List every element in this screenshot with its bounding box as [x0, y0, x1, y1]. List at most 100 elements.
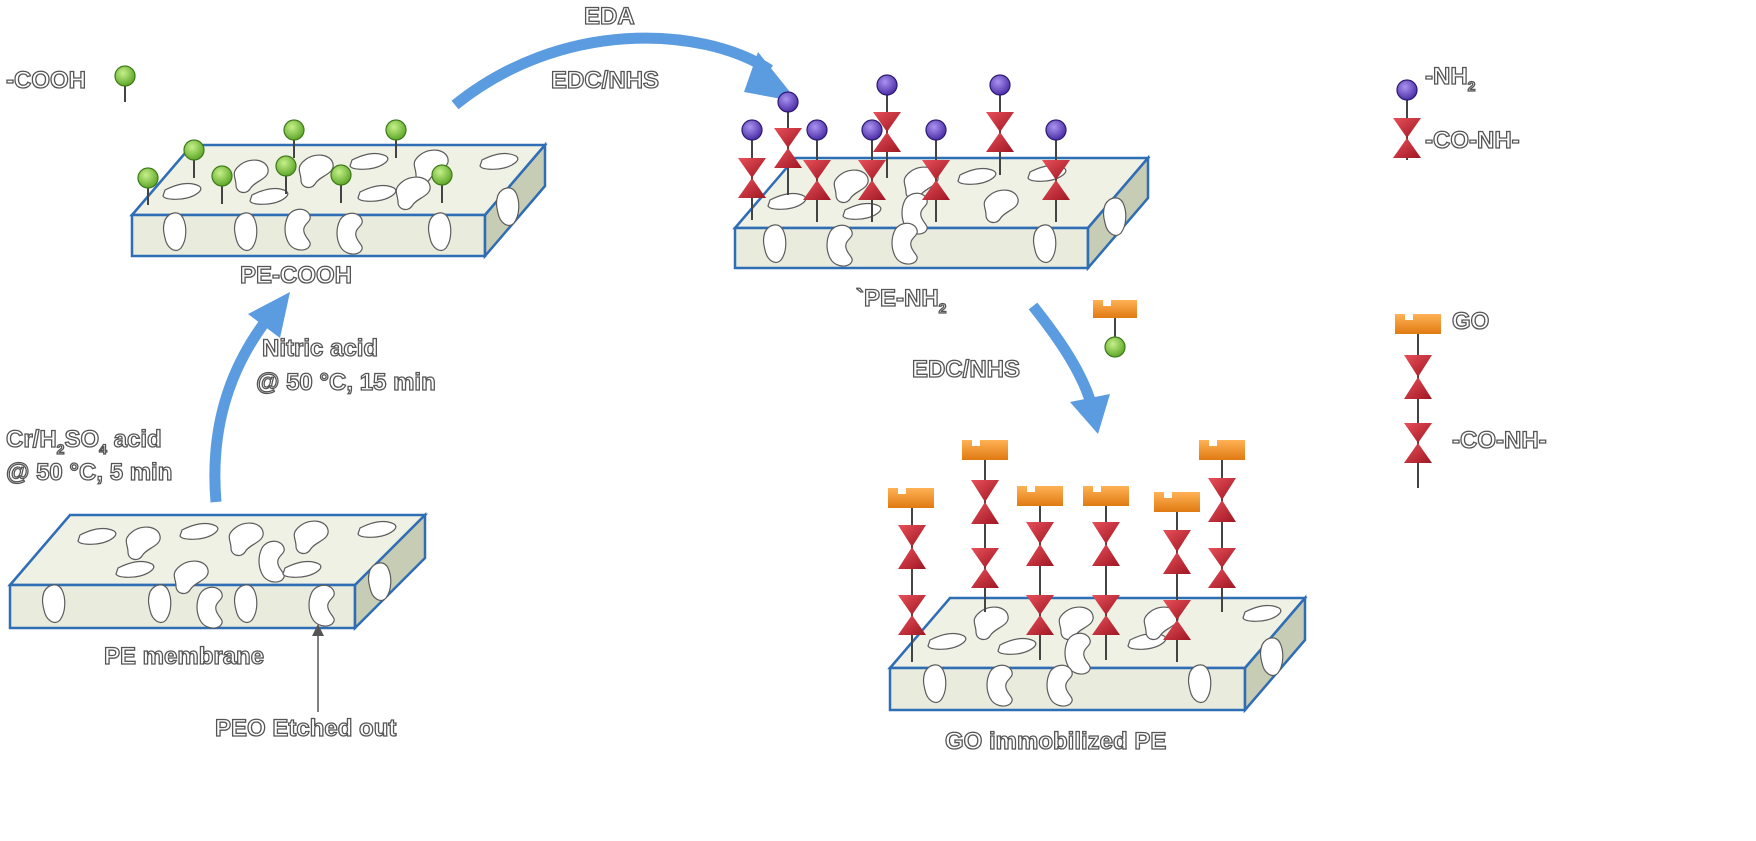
label-edc-nhs-right: EDC/NHS: [912, 356, 1020, 383]
arrow-head: [744, 52, 798, 102]
amide-linker-icon: [1404, 355, 1432, 377]
amide-linker-icon: [738, 158, 766, 178]
label-go-immobilized: GO immobilized PE: [945, 728, 1166, 755]
amide-linker-icon: [922, 160, 950, 180]
nh2-group-icon: [876, 74, 898, 96]
amide-linker-icon: [803, 160, 831, 180]
cooh-group-icon: [211, 165, 233, 204]
arrow-icon: [451, 32, 773, 110]
amide-linker-icon: [986, 112, 1014, 132]
cooh-group-icon: [137, 167, 159, 205]
amide-linker-icon: [1092, 522, 1120, 544]
legend-cooh-label: -COOH: [6, 67, 86, 94]
pore-icon: [922, 664, 947, 703]
pore-icon: [427, 212, 452, 251]
cooh-group-icon: [330, 164, 352, 203]
membrane-pe-nh2: [732, 154, 1151, 272]
go-chain: [962, 440, 1008, 612]
go-chain: [1154, 492, 1200, 662]
membrane-go-pe: [887, 594, 1308, 714]
pore-icon: [147, 584, 172, 623]
amine-chain: [774, 91, 802, 195]
pore-icon: [233, 212, 258, 251]
cooh-group-icon: [1104, 336, 1126, 358]
pore-icon: [762, 224, 787, 263]
amine-chain: [986, 74, 1014, 175]
cooh-groups: [137, 119, 453, 205]
legend-go-label: GO: [1452, 308, 1489, 335]
arrow-down-go: [1028, 302, 1110, 434]
pore-icon: [233, 584, 258, 623]
amide-linker-icon: [1163, 530, 1191, 552]
arrow-icon: [1028, 302, 1096, 402]
label-step2-line1: Nitric acid: [262, 335, 378, 362]
go-sheet-icon: [1093, 300, 1137, 318]
pore-icon: [41, 584, 66, 623]
cooh-group-icon: [183, 139, 205, 178]
amine-chain: [803, 119, 831, 222]
pore-icon: [1259, 637, 1284, 676]
legend-conh-label-1: -CO-NH-: [1425, 127, 1520, 154]
nh2-group-icon: [1396, 79, 1418, 101]
pore-icon: [367, 562, 392, 601]
go-chain: [888, 488, 934, 662]
label-edc-nhs-top: EDC/NHS: [551, 67, 659, 94]
go-sheet-icon: [1199, 440, 1245, 460]
label-pe-membrane: PE membrane: [104, 643, 264, 670]
amide-linker-icon: [774, 128, 802, 148]
arrow-up-nitric: [209, 292, 290, 503]
amide-linker-icon: [1026, 522, 1054, 544]
legend-nh2-label: -NH2: [1425, 63, 1476, 94]
pore-icon: [1032, 224, 1057, 263]
label-eda: EDA: [584, 3, 635, 30]
legend-nh2-symbol: [1393, 79, 1421, 160]
go-sheet-icon: [962, 440, 1008, 460]
go-chains: [888, 440, 1245, 662]
membrane-pe: [7, 511, 429, 632]
peo-pointer: [312, 624, 324, 712]
amide-linker-icon: [858, 160, 886, 180]
nh2-group-icon: [989, 74, 1011, 96]
amide-linker-icon: [1393, 118, 1421, 138]
label-pe-nh2: `PE-NH2: [856, 285, 947, 316]
go-sheet-icon: [888, 488, 934, 508]
amide-linker-icon: [1042, 160, 1070, 180]
arrow-head: [1070, 394, 1110, 434]
nh2-chains: [738, 74, 1070, 222]
pore-icon: [1187, 664, 1212, 703]
amide-linker-icon: [873, 112, 901, 132]
go-sheet-icon: [1154, 492, 1200, 512]
arrow-head: [248, 292, 290, 338]
pore-icon: [495, 187, 520, 226]
go-chain: [1083, 486, 1129, 660]
label-peo-etched: PEO Etched out: [215, 715, 396, 742]
arrow-top-eda: [451, 32, 798, 110]
go-sheet-icon: [1395, 314, 1441, 334]
go-chain: [1017, 486, 1063, 660]
label-step1-line1: Cr/H2SO4 acid: [6, 426, 162, 457]
go-reagent: [1093, 300, 1137, 358]
pore-icon: [1102, 197, 1127, 236]
amide-linker-icon: [898, 525, 926, 547]
legend-conh-label-2: -CO-NH-: [1452, 427, 1547, 454]
label-step1-line2: @ 50 °C, 5 min: [6, 459, 172, 486]
nh2-group-icon: [861, 119, 883, 141]
amine-chain: [873, 74, 901, 178]
label-step2-line2: @ 50 °C, 15 min: [256, 369, 436, 396]
arrow-icon: [209, 314, 273, 503]
go-chain: [1199, 440, 1245, 612]
amide-linker-icon: [1208, 478, 1236, 500]
cooh-group-icon: [283, 119, 305, 158]
legend-go-symbol: [1395, 314, 1441, 488]
nh2-group-icon: [925, 119, 947, 141]
pore-icon: [162, 212, 187, 251]
amine-chain: [922, 119, 950, 222]
cooh-group-icon: [431, 164, 453, 203]
cooh-group-icon: [275, 155, 297, 194]
cooh-group-icon: [385, 119, 407, 158]
amine-chain: [858, 119, 886, 222]
amine-chain: [738, 119, 766, 220]
amine-chain: [1042, 119, 1070, 222]
label-pe-cooh: PE-COOH: [240, 262, 352, 289]
